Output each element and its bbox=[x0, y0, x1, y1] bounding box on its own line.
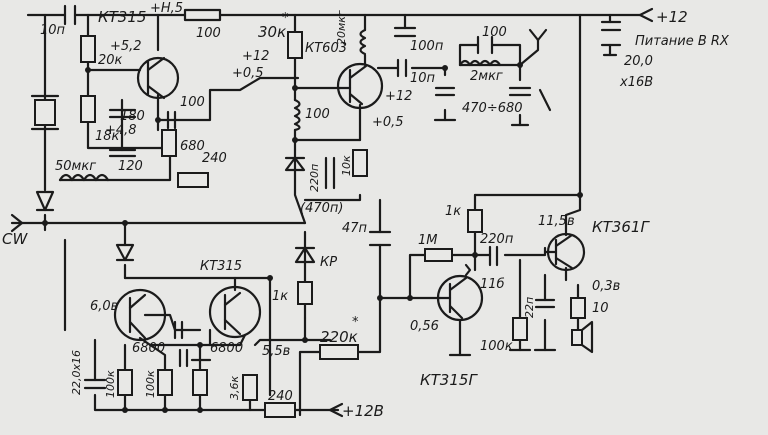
labels: 10п КТ315 +Н,5 100 30к * КТ603 20мкг 100… bbox=[2, 1, 730, 420]
label-cw: CW bbox=[2, 230, 28, 248]
label-c-10n-b: 10п bbox=[410, 71, 436, 86]
label-plus12-out: +12 bbox=[656, 8, 688, 26]
label-q2: КТ603 bbox=[305, 41, 347, 56]
label-r-240-a: 240 bbox=[202, 151, 227, 166]
label-c-47n: 47п bbox=[342, 221, 368, 236]
label-q1: КТ315 bbox=[98, 8, 146, 26]
label-r-30k: 30к bbox=[258, 23, 286, 41]
label-c-180: 180 bbox=[120, 109, 145, 124]
label-v-55: 5,5в bbox=[262, 344, 290, 359]
label-star2: * bbox=[352, 315, 359, 330]
label-r-10: 10 bbox=[592, 301, 609, 316]
label-r-20k: 20к bbox=[98, 53, 123, 68]
label-l-20: 20мкг bbox=[335, 10, 348, 45]
label-plus12b: +12В bbox=[342, 402, 384, 420]
label-kp: КР bbox=[320, 255, 337, 270]
label-r-240-b: 240 bbox=[268, 389, 293, 404]
label-c-x16: х16В bbox=[619, 75, 653, 90]
label-v-48: +4,8 bbox=[105, 123, 137, 138]
label-r-1k-b: 1к bbox=[272, 289, 288, 304]
label-c-220n-b: 220п bbox=[480, 232, 514, 247]
label-v-12b: +12 bbox=[385, 89, 412, 104]
label-l-50: 50мкг bbox=[55, 159, 96, 174]
label-r-100-top: 100 bbox=[196, 26, 221, 41]
label-l-2mkg: 2мкг bbox=[470, 69, 503, 84]
label-q5: КТ315Г bbox=[420, 371, 478, 389]
label-star1: * bbox=[282, 11, 289, 26]
label-v-60: 6,0в bbox=[90, 299, 118, 314]
label-r-1k-a: 1к bbox=[445, 204, 461, 219]
label-r-18k: 18к bbox=[95, 129, 120, 144]
label-r-10k: 10к bbox=[340, 155, 353, 176]
label-r-100k-a: 100к bbox=[480, 339, 513, 354]
label-v-056: 0,56 bbox=[410, 319, 439, 334]
label-c-120: 120 bbox=[118, 159, 143, 174]
label-c-10n: 10п bbox=[40, 23, 66, 38]
label-r-36k: 3,6к bbox=[228, 376, 241, 400]
label-r-100-l: 100 bbox=[305, 107, 330, 122]
label-r-1m: 1М bbox=[418, 233, 438, 248]
label-q4: КТ361Г bbox=[592, 218, 650, 236]
label-r-100k-c: 100к bbox=[144, 370, 157, 398]
label-v-12a: +12 bbox=[242, 49, 269, 64]
components bbox=[10, 4, 654, 418]
label-q3: КТ315 bbox=[200, 259, 242, 274]
label-v-03: 0,3в bbox=[592, 279, 620, 294]
label-v-52: +5,2 bbox=[110, 39, 142, 54]
label-r-100k-b: 100к bbox=[104, 370, 117, 398]
label-r-220k: 220к bbox=[320, 328, 358, 346]
label-c-220n: 220п bbox=[308, 164, 321, 192]
label-c-100n: 100п bbox=[410, 39, 444, 54]
label-c-470-680: 470÷680 bbox=[462, 101, 523, 116]
label-c-100-b: 100 bbox=[180, 95, 205, 110]
label-c-22x16: 22,0х16 bbox=[70, 350, 83, 395]
label-v-05b: +0,5 bbox=[372, 115, 404, 130]
label-r-680: 680 bbox=[180, 139, 205, 154]
label-c-22n: 22п bbox=[523, 297, 536, 318]
label-c-470n: (470п) bbox=[300, 201, 343, 216]
label-v-116: 11б bbox=[480, 277, 505, 292]
label-v-05a: +0,5 bbox=[232, 66, 264, 81]
label-rx-note: Питание В RX bbox=[635, 34, 730, 49]
label-plus-h5: +Н,5 bbox=[150, 1, 183, 16]
label-c-6800-b: 6800 bbox=[210, 341, 243, 356]
label-l-100: 100 bbox=[482, 25, 507, 40]
label-c-6800-a: 6800 bbox=[132, 341, 165, 356]
label-v-115: 11,5в bbox=[538, 214, 575, 229]
label-c-20: 20,0 bbox=[624, 54, 653, 69]
